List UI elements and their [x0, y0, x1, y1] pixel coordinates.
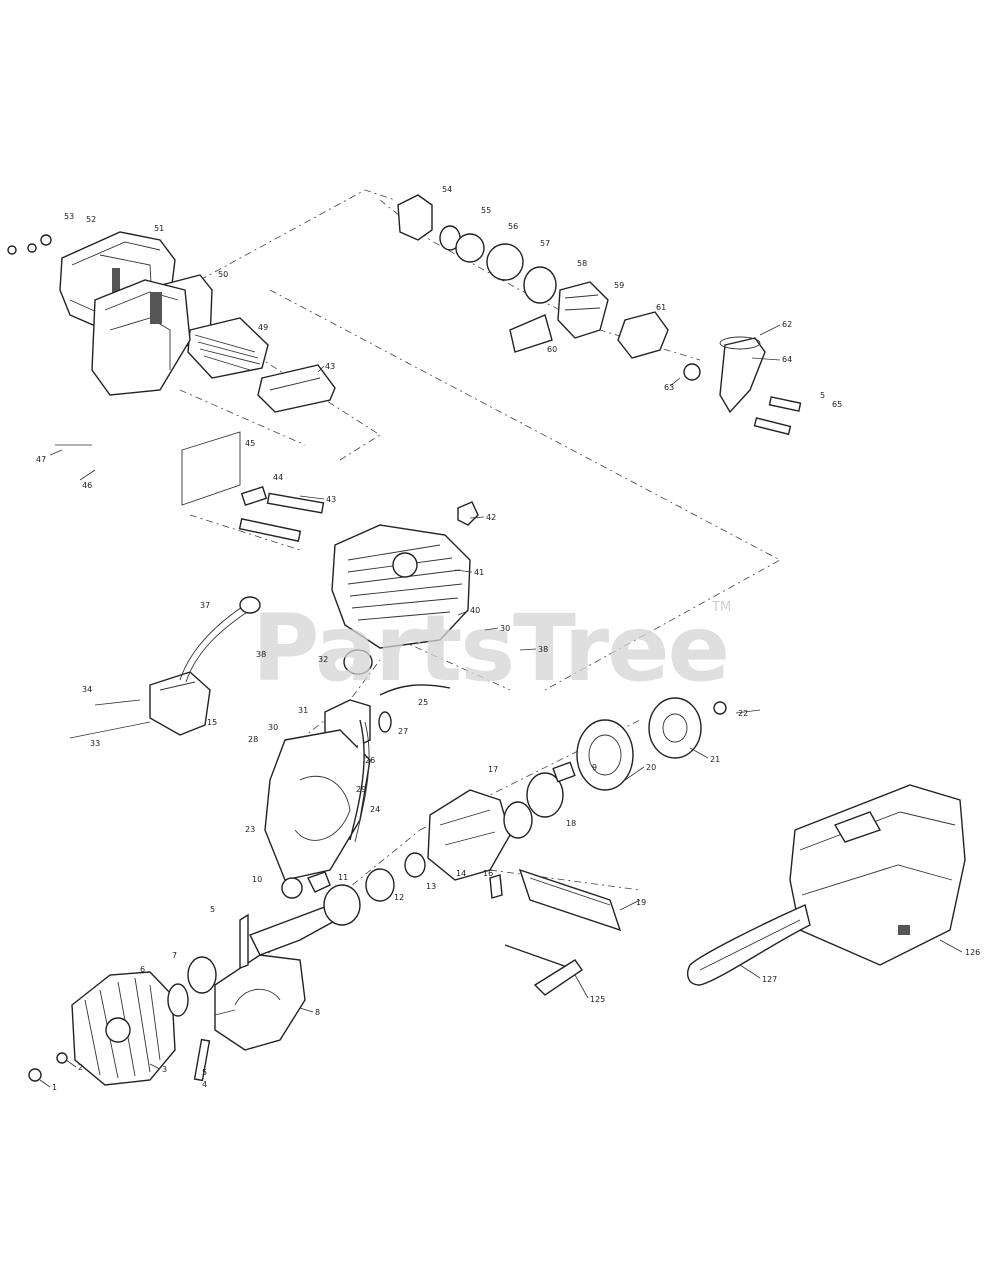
- callout-38: 38: [256, 650, 266, 659]
- callout-37: 37: [200, 601, 210, 610]
- callout-42: 42: [486, 513, 496, 522]
- callout-54: 54: [442, 185, 452, 194]
- callout-12: 12: [394, 893, 404, 902]
- callout-5c: 5: [210, 905, 215, 914]
- callout-126: 126: [965, 948, 980, 957]
- clutch-oiler-assembly: [323, 697, 727, 932]
- callout-28: 28: [248, 735, 258, 744]
- callout-65: 65: [832, 400, 842, 409]
- ignition-module: [69, 596, 261, 739]
- callout-4: 4: [202, 1080, 207, 1089]
- callout-30: 30: [500, 624, 510, 633]
- leader-lines: [39, 324, 963, 1088]
- callout-47: 47: [36, 455, 46, 464]
- callout-1: 1: [52, 1083, 57, 1092]
- combination-tool: [504, 944, 583, 996]
- intake-gaskets: [181, 431, 325, 542]
- callout-22: 22: [738, 709, 748, 718]
- callout-13: 13: [426, 882, 436, 891]
- crankcase-assembly: [264, 649, 451, 881]
- callout-48: 43: [325, 362, 335, 371]
- callout-labels: 1 2 3 4 5 6 7 8 9 10 11 12 13 14 15 16 1…: [36, 185, 980, 1092]
- callout-25: 25: [418, 698, 428, 707]
- callout-43: 43: [326, 495, 336, 504]
- callout-31: 31: [298, 706, 308, 715]
- callout-39: 38: [538, 645, 548, 654]
- callout-19: 19: [636, 898, 646, 907]
- callout-34: 34: [82, 685, 92, 694]
- callout-44: 44: [273, 473, 283, 482]
- callout-10: 10: [252, 875, 262, 884]
- callout-45: 45: [245, 439, 255, 448]
- callout-30b: 30: [268, 723, 278, 732]
- callout-60: 60: [547, 345, 557, 354]
- callout-41: 41: [474, 568, 484, 577]
- flywheel-crank-assembly: [28, 871, 342, 1086]
- watermark: PartsTree TM: [252, 595, 731, 702]
- callout-62: 62: [782, 320, 792, 329]
- callout-52: 52: [86, 215, 96, 224]
- callout-61: 61: [656, 303, 666, 312]
- callout-46: 46: [82, 481, 92, 490]
- callout-2: 2: [78, 1063, 83, 1072]
- callout-24: 24: [370, 805, 380, 814]
- callout-9: 9: [592, 763, 597, 772]
- callout-17: 17: [488, 765, 498, 774]
- callout-23: 23: [245, 825, 255, 834]
- callout-40: 40: [470, 606, 480, 615]
- callout-18: 18: [566, 819, 576, 828]
- callout-20: 20: [646, 763, 656, 772]
- callout-58: 58: [577, 259, 587, 268]
- callout-14: 14: [456, 869, 466, 878]
- callout-51: 51: [154, 224, 164, 233]
- callout-33: 33: [90, 739, 100, 748]
- callout-8: 8: [315, 1008, 320, 1017]
- carburetor-train: [397, 194, 802, 436]
- callout-56: 56: [508, 222, 518, 231]
- callout-29: 29: [356, 785, 366, 794]
- callout-55: 55: [481, 206, 491, 215]
- carburetor-housing: [55, 279, 336, 446]
- callout-49: 49: [258, 323, 268, 332]
- callout-6: 6: [140, 965, 145, 974]
- callout-5: 5: [820, 391, 825, 400]
- cylinder: [331, 501, 479, 649]
- callout-53: 53: [64, 212, 74, 221]
- callout-64: 64: [782, 355, 792, 364]
- callout-125: 125: [590, 995, 605, 1004]
- callout-63: 63: [664, 383, 674, 392]
- bar-and-case: [687, 784, 966, 986]
- watermark-trademark: TM: [711, 600, 731, 615]
- callout-127: 127: [762, 975, 777, 984]
- callout-57: 57: [540, 239, 550, 248]
- callout-50: 50: [218, 270, 228, 279]
- callout-32: 32: [318, 655, 328, 664]
- callout-27: 27: [398, 727, 408, 736]
- watermark-brand: PartsTree: [252, 595, 728, 702]
- callout-3: 3: [162, 1065, 167, 1074]
- callout-5b: 5: [202, 1068, 207, 1077]
- callout-7: 7: [172, 951, 177, 960]
- callout-59: 59: [614, 281, 624, 290]
- callout-26: 26: [365, 756, 375, 765]
- callout-16: 16: [483, 869, 493, 878]
- callout-21: 21: [710, 755, 720, 764]
- callout-15: 15: [207, 718, 217, 727]
- callout-11: 11: [338, 873, 348, 882]
